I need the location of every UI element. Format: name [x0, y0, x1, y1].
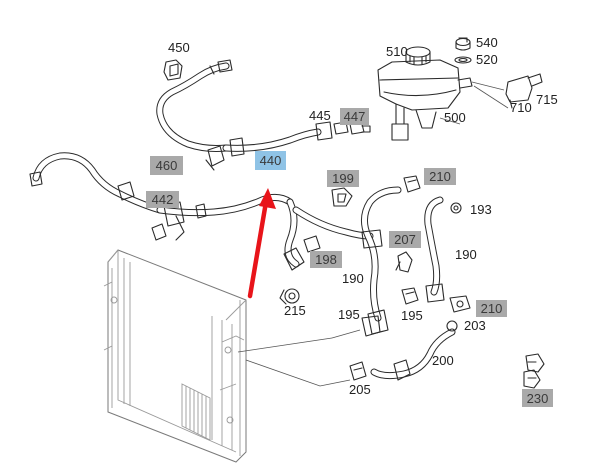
- clamp-195-left: [361, 315, 381, 337]
- label-440: 440: [260, 153, 282, 168]
- label-445: 445: [309, 108, 331, 123]
- label-715: 715: [536, 92, 558, 107]
- label-510: 510: [386, 44, 408, 59]
- leader-710: [471, 81, 505, 91]
- hose-442: [29, 152, 294, 241]
- label-box-210-bottom: 210: [476, 300, 507, 317]
- hose-200: [370, 320, 458, 381]
- cap-seal-520: [454, 56, 472, 64]
- label-200: 200: [432, 353, 454, 368]
- label-205: 205: [349, 382, 371, 397]
- leader-lines: [237, 85, 509, 387]
- hose-190-right: [424, 196, 445, 303]
- expansion-tank: [377, 59, 473, 141]
- clamp-193: [450, 202, 462, 214]
- tank-cap: [405, 46, 431, 66]
- label-box-447: 447: [340, 108, 369, 125]
- level-sensor-710: [505, 73, 543, 109]
- cap-seal-540: [455, 37, 471, 51]
- clamp-210-top: [403, 175, 421, 193]
- label-195-right: 195: [401, 308, 423, 323]
- label-193: 193: [470, 202, 492, 217]
- clip-230: [523, 353, 545, 389]
- label-203: 203: [464, 318, 486, 333]
- label-box-199: 199: [327, 170, 359, 187]
- label-520: 520: [476, 52, 498, 67]
- label-box-442: 442: [146, 191, 179, 208]
- clip-199: [331, 187, 353, 207]
- label-198: 198: [315, 252, 337, 267]
- label-447: 447: [344, 109, 366, 124]
- label-500: 500: [444, 110, 466, 125]
- label-195-left: 195: [338, 307, 360, 322]
- label-190-centre: 190: [342, 271, 364, 286]
- label-460: 460: [156, 158, 178, 173]
- label-190-right: 190: [455, 247, 477, 262]
- label-207: 207: [394, 232, 416, 247]
- clamp-205: [349, 361, 367, 381]
- clip-450: [163, 59, 183, 81]
- clamp-210-bottom: [449, 295, 471, 313]
- label-710: 710: [510, 100, 532, 115]
- label-199: 199: [332, 171, 354, 186]
- label-box-210-top: 210: [424, 168, 456, 185]
- hose-190-centre: [361, 186, 402, 335]
- label-box-460: 460: [150, 156, 183, 175]
- label-210-top: 210: [429, 169, 451, 184]
- clamp-215: [279, 288, 300, 305]
- label-box-440: 440: [255, 151, 286, 170]
- label-box-198: 198: [310, 251, 342, 268]
- label-box-207: 207: [389, 231, 421, 248]
- hose-440: [222, 121, 333, 157]
- hose-198: [283, 198, 374, 271]
- label-210-bottom: 210: [481, 301, 503, 316]
- label-230: 230: [527, 391, 549, 406]
- bracket-207: [395, 251, 413, 273]
- radiator-fins: [181, 383, 211, 441]
- clamp-195-right: [401, 287, 419, 305]
- label-540: 540: [476, 35, 498, 50]
- label-450: 450: [168, 40, 190, 55]
- radiator: [103, 249, 247, 463]
- label-442: 442: [152, 192, 174, 207]
- label-215: 215: [284, 303, 306, 318]
- pointer-arrow: [247, 188, 276, 299]
- hose-450: [156, 59, 233, 152]
- label-box-230: 230: [522, 389, 553, 407]
- clip-460: [205, 145, 225, 171]
- connector-447: [349, 123, 371, 135]
